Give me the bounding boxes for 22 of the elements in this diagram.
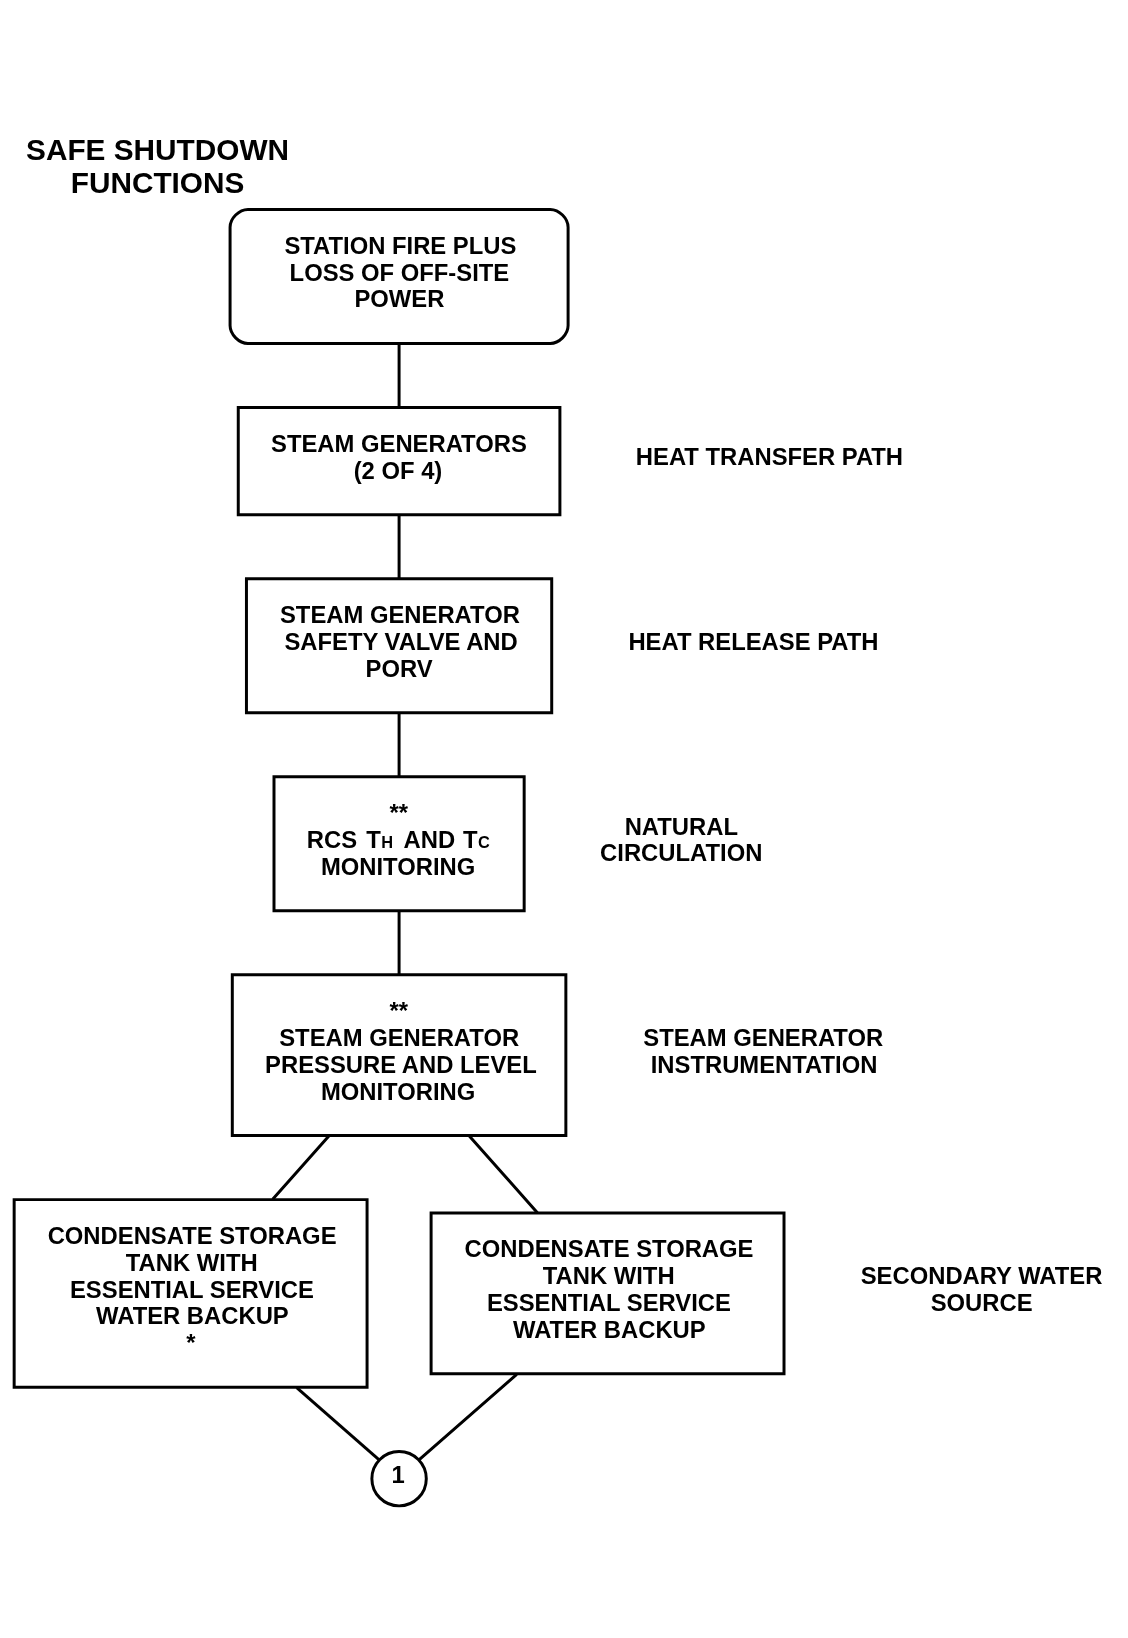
connector xyxy=(397,515,401,579)
connector xyxy=(271,1134,331,1201)
node-label: SECONDARY WATER SOURCE xyxy=(860,1262,1103,1317)
diagram-title: SAFE SHUTDOWN FUNCTIONS xyxy=(26,133,289,200)
node-box: STEAM GENERATORS (2 OF 4) xyxy=(236,405,562,517)
node-label: HEAT RELEASE PATH xyxy=(628,627,879,655)
node-box: STATION FIRE PLUS LOSS OF OFF-SITE POWER xyxy=(228,207,570,345)
connector xyxy=(397,911,401,975)
connector xyxy=(418,1373,518,1461)
connector xyxy=(467,1134,539,1214)
node-box: CONDENSATE STORAGE TANK WITH ESSENTIAL SERVICE WATER BACKUP xyxy=(429,1211,786,1376)
node-box: CONDENSATE STORAGE TANK WITH ESSENTIAL SERVICE WATER BACKUP * xyxy=(12,1198,369,1389)
node-label: STEAM GENERATOR INSTRUMENTATION xyxy=(643,1023,884,1078)
connector xyxy=(397,343,401,408)
connector xyxy=(295,1386,381,1461)
node-label: HEAT TRANSFER PATH xyxy=(635,443,904,471)
node-box: STEAM GENERATOR SAFETY VALVE AND PORV xyxy=(244,577,554,715)
node-box: ** RCS TH AND TC MONITORING xyxy=(272,775,526,913)
node-label: NATURAL CIRCULATION xyxy=(600,812,763,867)
node-box: ** STEAM GENERATOR PRESSURE AND LEVEL MONITORING xyxy=(230,973,568,1138)
node-circle: 1 xyxy=(370,1450,428,1508)
connector xyxy=(397,713,401,777)
